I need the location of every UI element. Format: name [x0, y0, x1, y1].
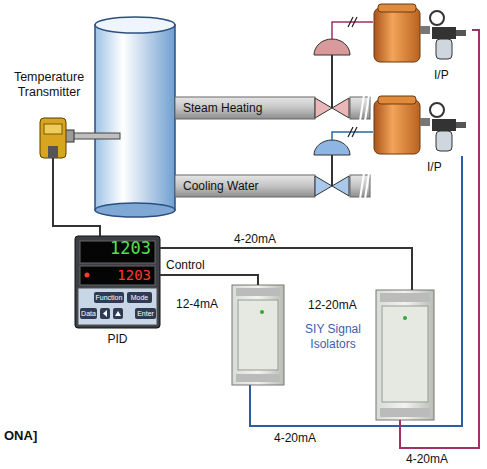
device-label: I/P — [427, 160, 442, 174]
device-label: I/P — [434, 68, 449, 82]
temperature-transmitter: Temperature Transmitter — [40, 118, 66, 158]
signal-wire — [400, 30, 479, 448]
pid-controller: 12031203FunctionModeDataEnterPID — [75, 236, 160, 328]
signal-isolator — [232, 285, 284, 385]
temperature-probe — [40, 118, 120, 158]
device-label: PID — [75, 332, 160, 346]
display-value: 1203 — [110, 238, 151, 258]
ip-positioner — [374, 96, 466, 154]
button-label: Mode — [127, 292, 152, 303]
pid-controller — [75, 236, 160, 328]
signal-isolator: 12-20mA — [376, 290, 434, 420]
signal-wire — [250, 156, 462, 426]
display-value: 1203 — [117, 267, 151, 284]
device-label: Temperature Transmitter — [0, 70, 98, 100]
signal-label: 4-20mA — [232, 232, 278, 246]
tank — [95, 17, 175, 217]
signal-label: 4-20mA — [404, 452, 450, 466]
cooling-pipe: Cooling Water — [175, 175, 315, 197]
signal-wire — [160, 248, 412, 290]
steam-valve — [314, 39, 350, 118]
signal-isolator — [376, 290, 434, 420]
signal-label: 4-20mA — [272, 431, 318, 445]
pipe-label: Cooling Water — [183, 179, 259, 193]
ip-converter: I/P — [372, 4, 472, 64]
signal-label: Control — [164, 258, 207, 272]
button-label: Data — [80, 308, 97, 319]
button-label: Function — [94, 292, 124, 303]
signal-isolator: 12-4mA — [232, 285, 284, 385]
range-label: 12-4mA — [176, 297, 218, 311]
range-label: 12-20mA — [308, 298, 357, 312]
group-label: SIY Signal Isolators — [286, 322, 380, 352]
cooling-valve — [314, 140, 350, 196]
steam-pipe: Steam Heating — [175, 97, 315, 119]
signal-wire — [160, 275, 258, 285]
cut-off-text: ONA] — [2, 428, 39, 443]
ip-positioner — [374, 4, 466, 62]
pipe-label: Steam Heating — [183, 101, 262, 115]
signal-wire — [53, 158, 100, 236]
ip-converter: I/P — [372, 96, 472, 156]
button-label: Enter — [135, 308, 156, 319]
